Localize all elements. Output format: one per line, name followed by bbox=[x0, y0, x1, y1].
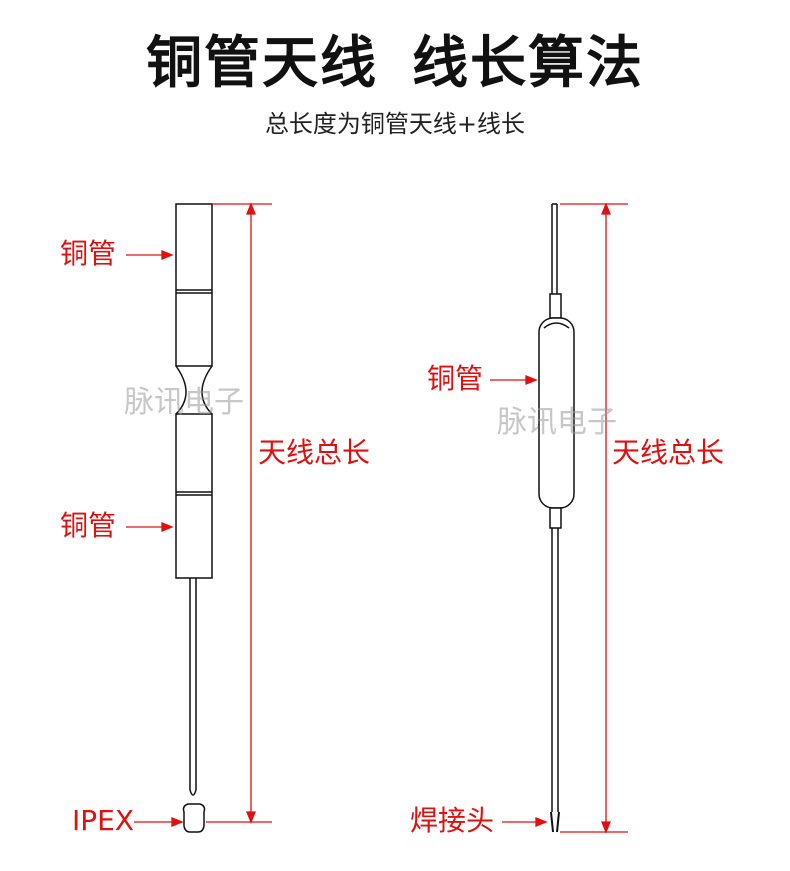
left-tube-bottom-label: 铜管 bbox=[60, 509, 117, 542]
right-solder-tip bbox=[550, 811, 560, 833]
right-antenna bbox=[538, 203, 575, 833]
page-title: 铜管天线线长算法 bbox=[0, 18, 790, 99]
right-dim-arrow-bottom bbox=[601, 821, 611, 834]
ipex-connector bbox=[182, 803, 206, 833]
left-tube-bottom bbox=[175, 413, 213, 579]
left-total-length-label: 天线总长 bbox=[258, 436, 371, 469]
left-dim-arrow-bottom bbox=[246, 811, 256, 824]
left-pointer-arrows bbox=[126, 250, 184, 827]
right-dimension bbox=[560, 202, 628, 834]
ipex-label: IPEX bbox=[72, 804, 135, 837]
right-tube-label: 铜管 bbox=[427, 362, 484, 395]
right-tube-top-cap bbox=[543, 322, 570, 329]
left-tube-neck bbox=[175, 365, 213, 415]
left-antenna bbox=[175, 203, 213, 833]
right-total-length-label: 天线总长 bbox=[612, 436, 725, 469]
right-bottom-sleeve bbox=[549, 507, 562, 529]
left-dim-arrow-top bbox=[246, 202, 256, 215]
solder-joint-label: 焊接头 bbox=[410, 804, 495, 837]
left-dimension bbox=[206, 202, 272, 824]
left-tube-top bbox=[175, 203, 213, 367]
watermark-left: 脉讯电子 bbox=[124, 385, 244, 420]
title-part-2: 线长算法 bbox=[412, 31, 644, 96]
right-dim-arrow-top bbox=[601, 202, 611, 215]
watermark-right: 脉讯电子 bbox=[497, 405, 617, 440]
page-subtitle: 总长度为铜管天线+线长 bbox=[264, 110, 526, 138]
left-cable-end bbox=[189, 789, 197, 796]
title-part-1: 铜管天线 bbox=[146, 31, 378, 96]
right-pointer-arrows bbox=[490, 375, 548, 827]
left-tube-top-label: 铜管 bbox=[60, 237, 117, 270]
right-top-sleeve bbox=[549, 293, 562, 319]
